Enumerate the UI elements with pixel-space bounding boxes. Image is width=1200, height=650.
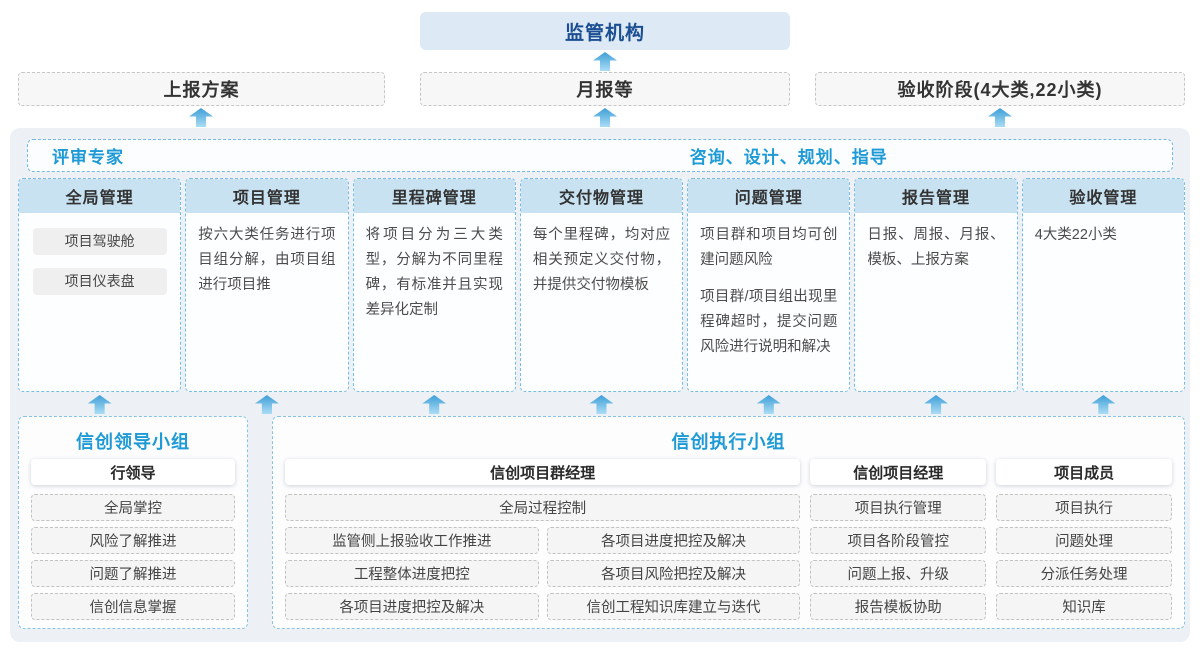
- duty-item: 项目执行管理: [810, 494, 987, 521]
- duty-item: 问题上报、升级: [810, 560, 987, 587]
- project-manager-section: 信创项目经理 项目执行管理 项目各阶段管控 问题上报、升级 报告模板协助: [810, 459, 987, 626]
- duty-item: 信创信息掌握: [31, 593, 235, 620]
- up-arrow-icon: [422, 395, 447, 414]
- regulator-label: 监管机构: [564, 22, 645, 44]
- column-report-management: 报告管理 日报、周报、月报、模板、上报方案: [854, 178, 1018, 392]
- duty-item: 监管侧上报验收工作推进: [285, 527, 539, 554]
- column-body: 每个里程碑，均对应相关预定义交付物，并提供交付物模板: [521, 213, 682, 316]
- output-box-acceptance-stage: 验收阶段(4大类,22小类): [815, 72, 1185, 106]
- output-label: 月报等: [576, 80, 634, 100]
- duty-item: 风险了解推进: [31, 527, 235, 554]
- column-text: 每个里程碑，均对应相关预定义交付物，并提供交付物模板: [532, 227, 671, 293]
- column-body: 按六大类任务进行项目组分解，由项目组进行项目推: [186, 213, 347, 316]
- execution-group-box: 信创执行小组 信创项目群经理 全局过程控制 监管侧上报验收工作推进 工程整体进度…: [272, 416, 1185, 629]
- up-arrow-icon: [189, 108, 213, 127]
- column-title: 项目管理: [186, 179, 348, 213]
- management-columns: 全局管理 项目驾驶舱 项目仪表盘 项目管理 按六大类任务进行项目组分解，由项目组…: [18, 178, 1185, 392]
- execution-grid: 信创项目群经理 全局过程控制 监管侧上报验收工作推进 工程整体进度把控 各项目进…: [285, 459, 1172, 626]
- column-body: 将项目分为三大类型，分解为不同里程碑，有标准并且实现差异化定制: [354, 213, 515, 341]
- advisor-header-bar: 评审专家 咨询、设计、规划、指导: [27, 139, 1173, 172]
- duty-item: 分派任务处理: [996, 560, 1172, 587]
- regulator-box: 监管机构: [420, 12, 790, 50]
- up-arrow-icon: [593, 108, 617, 127]
- up-arrow-icon: [988, 108, 1012, 127]
- column-acceptance-management: 验收管理 4大类22小类: [1021, 178, 1185, 392]
- program-manager-duties: 监管侧上报验收工作推进 工程整体进度把控 各项目进度把控及解决 各项目进度把控及…: [285, 527, 801, 626]
- duties-right-column: 各项目进度把控及解决 各项目风险把控及解决 信创工程知识库建立与迭代: [546, 527, 801, 626]
- column-body: 日报、周报、月报、模板、上报方案: [855, 213, 1016, 291]
- column-title: 全局管理: [19, 179, 181, 213]
- duty-item: 工程整体进度把控: [285, 560, 539, 587]
- column-text: 按六大类任务进行项目组分解，由项目组进行项目推: [198, 227, 336, 293]
- platform-container: 评审专家 咨询、设计、规划、指导 全局管理 项目驾驶舱 项目仪表盘 项目管理 按…: [10, 128, 1190, 642]
- duty-item: 知识库: [996, 593, 1172, 620]
- output-label: 上报方案: [163, 80, 240, 100]
- duties-left-column: 监管侧上报验收工作推进 工程整体进度把控 各项目进度把控及解决: [285, 527, 539, 626]
- program-manager-section: 信创项目群经理 全局过程控制 监管侧上报验收工作推进 工程整体进度把控 各项目进…: [285, 459, 801, 626]
- duty-item: 项目各阶段管控: [810, 527, 987, 554]
- column-title: 报告管理: [855, 179, 1017, 213]
- feature-pill: 项目驾驶舱: [32, 228, 167, 255]
- arrow-row: [18, 395, 1185, 415]
- column-title: 交付物管理: [520, 179, 683, 213]
- duty-item: 各项目进度把控及解决: [285, 593, 539, 620]
- column-title: 问题管理: [688, 179, 850, 213]
- leadership-group-box: 信创领导小组 行领导 全局掌控 风险了解推进 问题了解推进 信创信息掌握: [18, 416, 248, 629]
- column-deliverable-management: 交付物管理 每个里程碑，均对应相关预定义交付物，并提供交付物模板: [519, 178, 684, 392]
- up-arrow-icon: [254, 395, 279, 414]
- duty-item: 信创工程知识库建立与迭代: [546, 593, 801, 620]
- column-text: 日报、周报、月报、模板、上报方案: [867, 227, 1005, 268]
- bottom-groups: 信创领导小组 行领导 全局掌控 风险了解推进 问题了解推进 信创信息掌握 信创执…: [18, 416, 1185, 629]
- duty-item: 全局过程控制: [285, 494, 801, 521]
- column-text: 项目群和项目均可创建问题风险: [700, 227, 838, 268]
- column-text: 4大类22小类: [1034, 227, 1117, 243]
- up-arrow-icon: [756, 395, 781, 414]
- review-experts-label: 评审专家: [52, 147, 124, 167]
- duty-item: 各项目风险把控及解决: [546, 560, 801, 587]
- column-text: 项目群/项目组出现里程碑超时，提交问题风险进行说明和解决: [700, 288, 838, 355]
- role-box-bank-leaders: 行领导: [31, 459, 235, 485]
- duty-item: 项目执行: [996, 494, 1172, 521]
- role-box-program-manager: 信创项目群经理: [285, 459, 801, 485]
- duty-item: 问题了解推进: [31, 560, 235, 587]
- role-box-project-member: 项目成员: [996, 459, 1172, 485]
- column-body: 4大类22小类: [1023, 213, 1184, 266]
- column-issue-management: 问题管理 项目群和项目均可创建问题风险 项目群/项目组出现里程碑超时，提交问题风…: [687, 178, 851, 392]
- duty-item: 问题处理: [996, 527, 1172, 554]
- up-arrow-icon: [87, 395, 112, 414]
- output-label: 验收阶段(4大类,22小类): [897, 80, 1103, 100]
- group-title: 信创领导小组: [76, 432, 190, 452]
- duty-item: 报告模板协助: [810, 593, 987, 620]
- column-title: 里程碑管理: [353, 179, 515, 213]
- role-box-project-manager: 信创项目经理: [810, 459, 987, 485]
- consulting-design-label: 咨询、设计、规划、指导: [689, 147, 888, 167]
- up-arrow-icon: [924, 395, 949, 414]
- column-milestone-management: 里程碑管理 将项目分为三大类型，分解为不同里程碑，有标准并且实现差异化定制: [352, 178, 516, 392]
- output-box-report-plan: 上报方案: [18, 72, 385, 106]
- up-arrow-icon: [593, 52, 617, 71]
- duty-item: 各项目进度把控及解决: [546, 527, 801, 554]
- column-project-management: 项目管理 按六大类任务进行项目组分解，由项目组进行项目推: [185, 178, 349, 392]
- group-title: 信创执行小组: [671, 432, 786, 452]
- output-box-monthly-report: 月报等: [420, 72, 790, 106]
- column-title: 验收管理: [1022, 179, 1184, 213]
- duty-item: 全局掌控: [31, 494, 235, 521]
- column-body: 项目群和项目均可创建问题风险 项目群/项目组出现里程碑超时，提交问题风险进行说明…: [688, 213, 849, 378]
- project-member-section: 项目成员 项目执行 问题处理 分派任务处理 知识库: [996, 459, 1172, 626]
- up-arrow-icon: [1091, 395, 1116, 414]
- column-global-management: 全局管理 项目驾驶舱 项目仪表盘: [18, 178, 182, 392]
- column-body: 项目驾驶舱 项目仪表盘: [19, 213, 180, 301]
- column-text: 将项目分为三大类型，分解为不同里程碑，有标准并且实现差异化定制: [365, 227, 503, 318]
- feature-pill: 项目仪表盘: [32, 268, 167, 295]
- up-arrow-icon: [589, 395, 614, 414]
